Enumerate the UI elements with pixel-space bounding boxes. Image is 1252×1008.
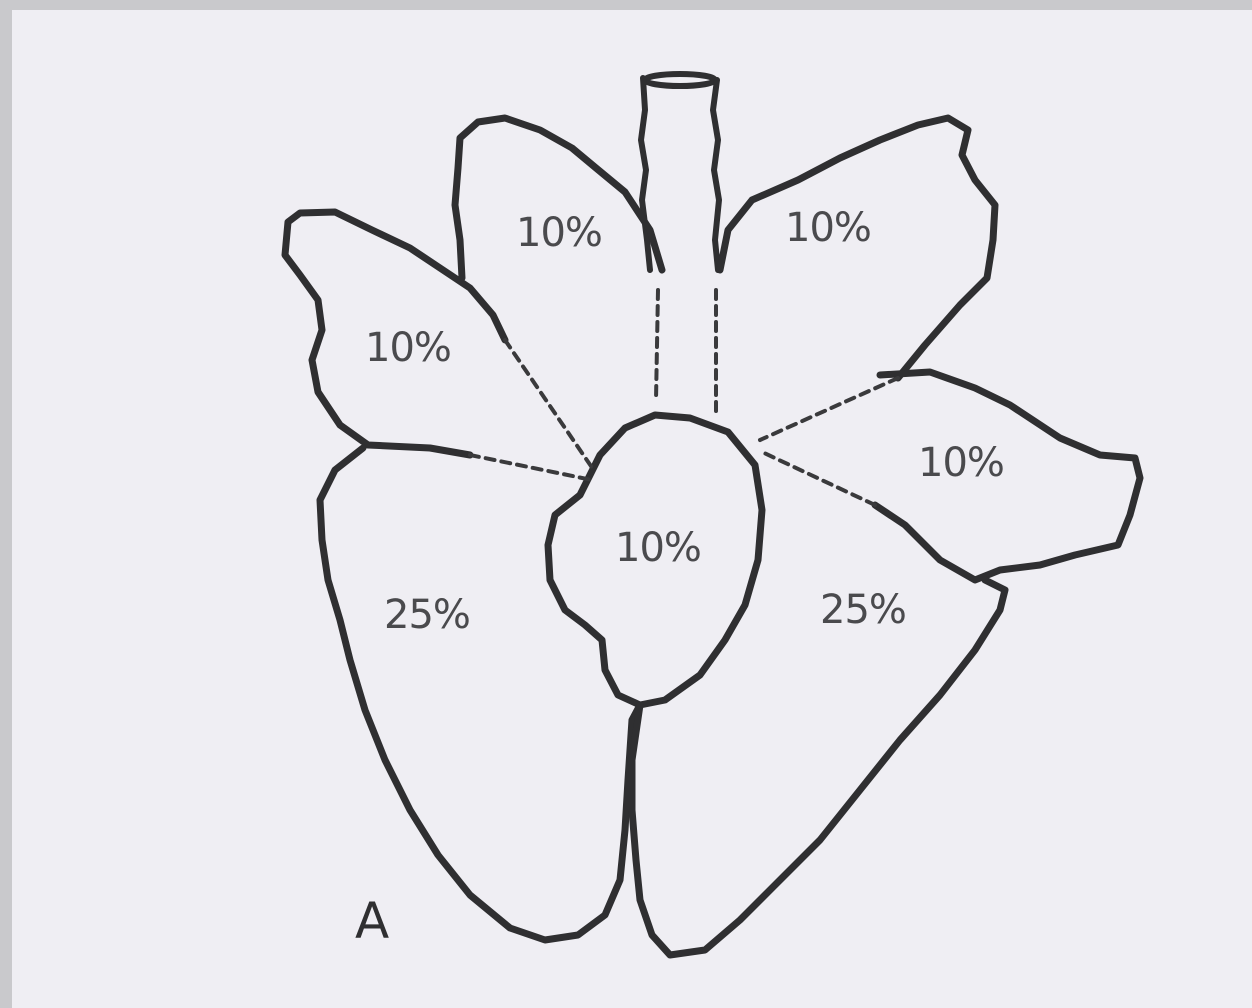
lobe-right-middle — [875, 372, 1140, 580]
lobe-label-right-upper-top: 10% — [785, 205, 871, 251]
lobe-label-right-middle: 10% — [918, 440, 1004, 486]
lobe-left-lower — [320, 448, 640, 940]
lobe-right-lower — [632, 580, 1005, 955]
lobe-label-left-upper-small: 10% — [365, 325, 451, 371]
lobe-label-left-lower: 25% — [384, 592, 470, 638]
lobe-label-accessory: 10% — [615, 525, 701, 571]
lobe-label-left-upper-top: 10% — [516, 210, 602, 256]
panel-label: A — [355, 892, 389, 950]
lobe-label-right-lower: 25% — [820, 587, 906, 633]
